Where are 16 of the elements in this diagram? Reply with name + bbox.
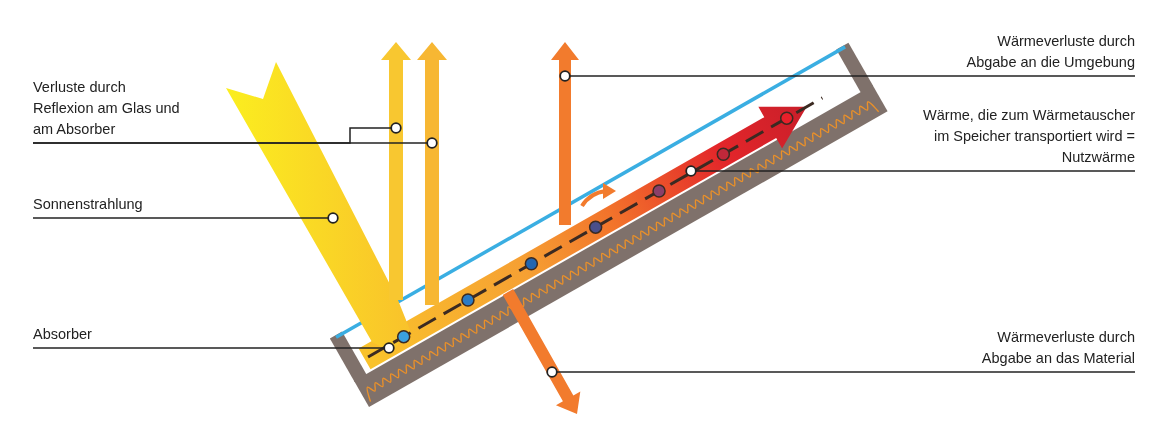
callout-label: Verluste durch Reflexion am Glas und am Absorber — [33, 78, 181, 139]
leader-line — [546, 366, 1136, 378]
leader-line — [32, 342, 395, 354]
reflection-arrow — [417, 42, 447, 305]
callout-label: Sonnenstrahlung — [33, 195, 144, 214]
leader-line — [559, 70, 1136, 82]
reflection-arrow — [381, 42, 411, 300]
callout-label: Wärme, die zum Wärmetauscher im Speicher transportiert wird = Nutzwärme — [923, 106, 1135, 167]
heat-loss-arrow — [551, 42, 579, 225]
leader-line — [32, 212, 339, 224]
heat-loss-arrow — [502, 289, 581, 414]
callout-label: Absorber — [33, 325, 93, 344]
leader-line — [685, 165, 1136, 177]
leader-line — [32, 137, 438, 149]
callout-label: Wärmeverluste durch Abgabe an das Material — [980, 328, 1135, 368]
callout-label: Wärmeverluste durch Abgabe an die Umgebung — [965, 32, 1135, 72]
